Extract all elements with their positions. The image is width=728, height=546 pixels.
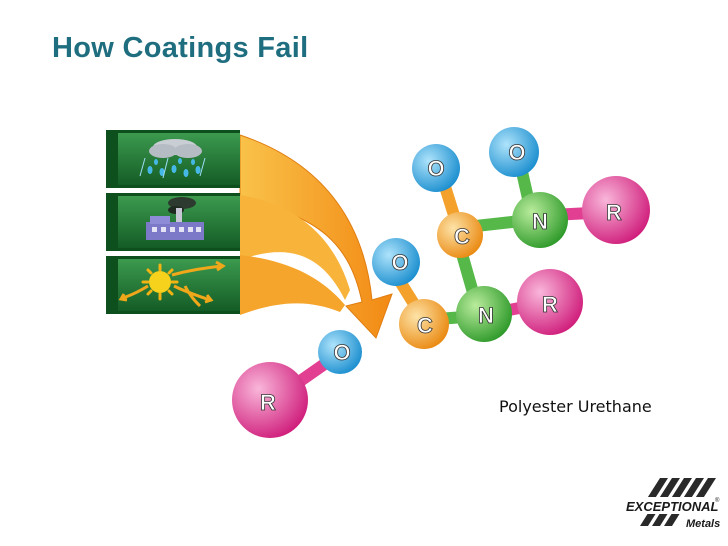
atom-carbon: C	[437, 212, 483, 258]
atom-nitrogen: N	[512, 192, 568, 248]
atom-oxygen: O	[489, 127, 539, 177]
svg-text:R: R	[260, 390, 276, 415]
atom-r-group-detached: R	[232, 362, 308, 438]
atom-oxygen: O	[412, 144, 460, 192]
svg-text:O: O	[508, 140, 525, 165]
logo-registered-mark: ®	[715, 497, 720, 504]
sun-heat-panel	[106, 256, 240, 314]
atom-carbon: C	[399, 299, 449, 349]
svg-text:O: O	[427, 156, 444, 181]
svg-text:C: C	[454, 224, 470, 249]
atom-nitrogen: N	[456, 286, 512, 342]
sun-heat-icon	[118, 260, 226, 308]
svg-text:C: C	[417, 313, 433, 338]
company-logo: EXCEPTIONAL ® Metals	[624, 478, 720, 530]
industrial-pollution-panel	[106, 193, 240, 251]
atom-oxygen-detached: O	[318, 330, 362, 374]
attack-arrow	[239, 134, 393, 339]
molecule-caption: Polyester Urethane	[499, 397, 652, 416]
weather-panel	[106, 130, 240, 188]
atom-r-group: R	[517, 269, 583, 335]
rain-cloud-icon	[139, 139, 206, 179]
logo-sub-text: Metals	[686, 518, 720, 530]
factory-pollution-icon	[146, 197, 204, 240]
slide-title: How Coatings Fail	[52, 32, 309, 64]
svg-text:R: R	[606, 200, 622, 225]
logo-brand-text: EXCEPTIONAL	[626, 499, 719, 514]
svg-text:N: N	[532, 209, 548, 234]
atom-r-group: R	[582, 176, 650, 244]
svg-text:O: O	[391, 250, 408, 275]
svg-text:R: R	[542, 292, 558, 317]
svg-text:N: N	[478, 303, 494, 328]
molecule-atoms: O O C N R O C N	[232, 127, 650, 438]
atom-oxygen: O	[372, 238, 420, 286]
svg-text:O: O	[333, 340, 350, 365]
